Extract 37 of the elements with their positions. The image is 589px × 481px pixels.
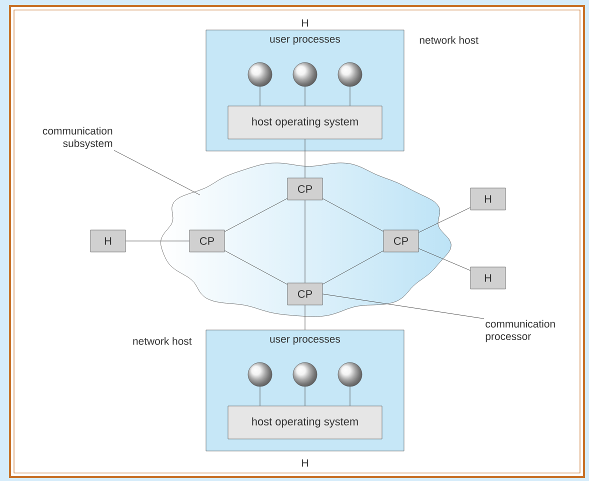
callout-label: communication subsystem bbox=[42, 126, 112, 150]
connection-line bbox=[304, 386, 306, 406]
host-label: H bbox=[302, 19, 308, 27]
node-box: H bbox=[90, 230, 126, 252]
section-heading: user processes bbox=[270, 37, 340, 45]
connection-line bbox=[418, 207, 471, 233]
operating-system-box: host operating system bbox=[228, 406, 382, 440]
host-caption: network host bbox=[133, 337, 192, 345]
node-box: CP bbox=[287, 282, 323, 306]
section-heading: user processes bbox=[270, 337, 340, 345]
connection-line bbox=[224, 250, 288, 285]
process-ball bbox=[248, 62, 272, 87]
connection-line bbox=[322, 250, 384, 284]
connection-line bbox=[322, 198, 384, 232]
node-box: H bbox=[470, 188, 506, 210]
node-box: CP bbox=[189, 230, 225, 252]
process-ball bbox=[292, 362, 318, 387]
host-label: H bbox=[302, 459, 308, 467]
node-box: CP bbox=[287, 178, 323, 200]
connection-line bbox=[224, 198, 288, 232]
host-caption: network host bbox=[420, 36, 478, 44]
process-ball bbox=[338, 362, 362, 387]
connection-line bbox=[304, 86, 306, 106]
connection-line bbox=[304, 138, 306, 178]
leader-line bbox=[114, 150, 200, 196]
leader-line bbox=[322, 294, 484, 319]
connection-line bbox=[304, 200, 306, 284]
process-ball bbox=[338, 62, 362, 87]
connection-line bbox=[304, 304, 306, 330]
node-box: H bbox=[470, 266, 506, 290]
callout-label: communication processor bbox=[486, 320, 555, 342]
connection-line bbox=[125, 240, 190, 242]
operating-system-box: host operating system bbox=[228, 106, 382, 140]
connection-line bbox=[418, 248, 471, 271]
process-ball bbox=[292, 62, 318, 87]
node-box: CP bbox=[383, 230, 419, 252]
process-ball bbox=[248, 362, 272, 387]
